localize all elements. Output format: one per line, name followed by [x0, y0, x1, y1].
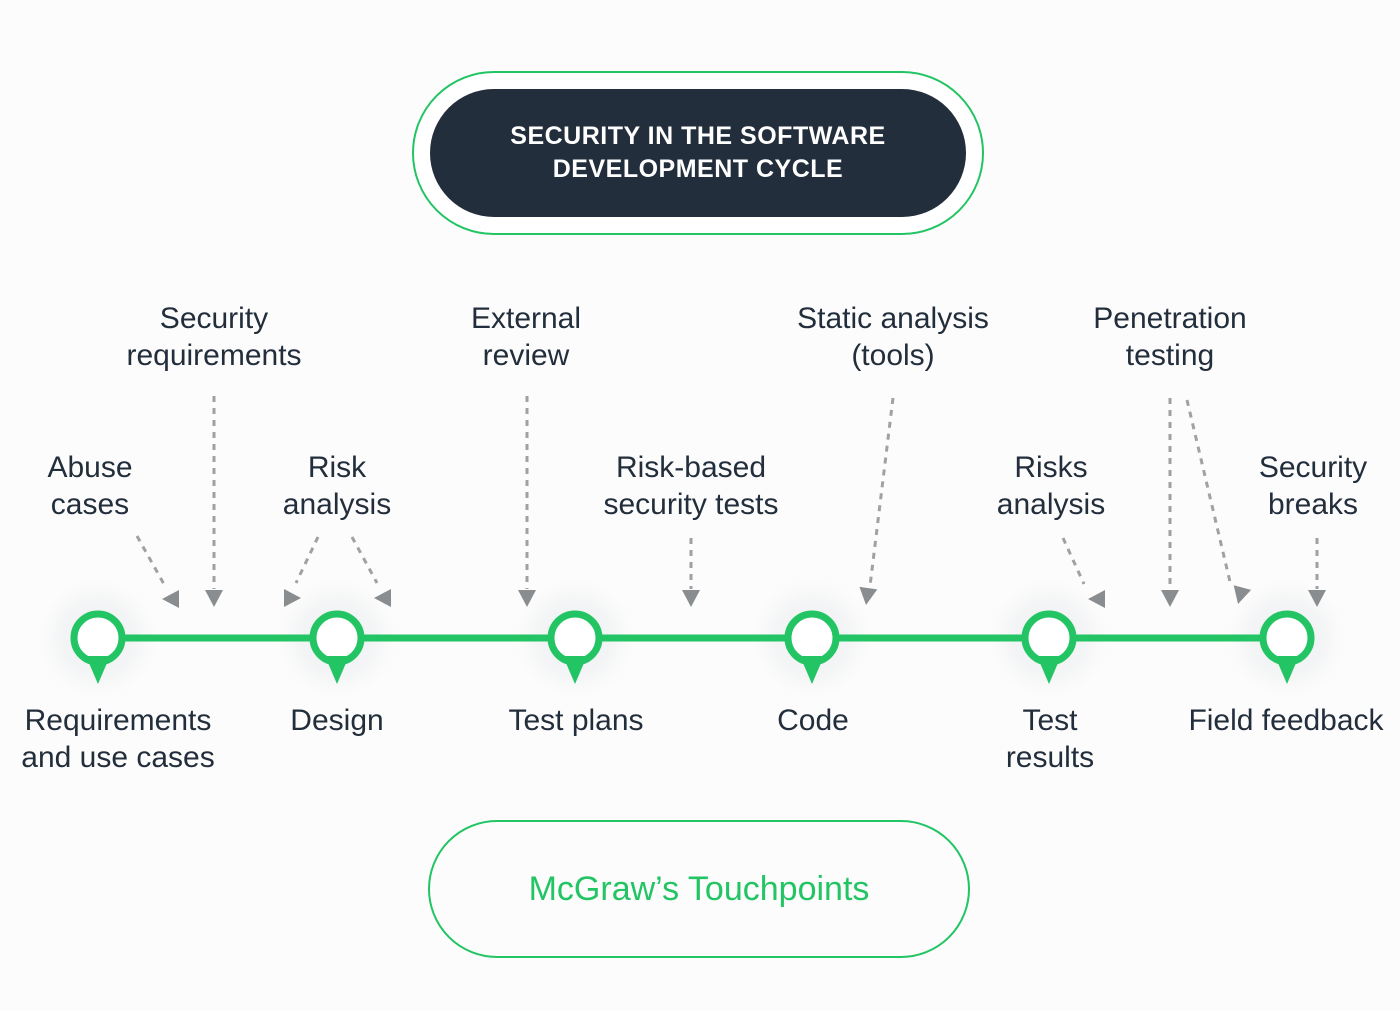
node-pointer [325, 656, 349, 684]
touchpoint-label-security-breaks: Security breaks [1259, 449, 1367, 523]
touchpoint-label-external-review: External review [471, 300, 581, 374]
dashed-arrow-risk-analysis-left-arrow [294, 536, 320, 584]
arrowhead-penetration-diagonal-arrow [1233, 585, 1252, 604]
label-line: Penetration [1093, 302, 1247, 335]
label-line: Requirements [24, 704, 212, 737]
phase-label-code: Code [777, 702, 849, 739]
node-circle [1021, 610, 1077, 666]
arrowhead-risk-analysis-right-arrow [374, 589, 391, 607]
label-line: Security [1258, 451, 1368, 484]
dashed-arrow-penetration-diagonal-arrow [1185, 399, 1233, 587]
label-line: External [470, 302, 582, 335]
node-pointer [1037, 656, 1061, 684]
node-pointer [86, 656, 110, 684]
footer-pill: McGraw’s Touchpoints [428, 820, 970, 958]
label-line: Test [1022, 704, 1078, 737]
touchpoint-label-risks-analysis: Risks analysis [997, 449, 1105, 523]
label-line: Test plans [508, 704, 644, 737]
node-circle [70, 610, 126, 666]
phase-label-test-results: Test results [1006, 702, 1094, 776]
node-circle [1259, 610, 1315, 666]
node-circle [309, 610, 365, 666]
label-line: testing [1125, 339, 1215, 372]
title-line-1: SECURITY IN THE SOFTWARE [510, 122, 886, 150]
label-line: and use cases [21, 741, 215, 774]
label-line: Code [777, 704, 849, 737]
arrowhead-static-analysis-arrow [859, 586, 878, 605]
timeline-node-design [309, 610, 365, 684]
label-line: results [1005, 741, 1095, 774]
footer-label: McGraw’s Touchpoints [528, 869, 870, 908]
touchpoint-label-risk-based-security-tests: Risk-based security tests [603, 449, 778, 523]
arrowhead-penetration-vertical-arrow [1161, 590, 1179, 607]
timeline-node-requirements-and-use-cases [70, 610, 126, 684]
label-line: review [482, 339, 570, 372]
node-circle [784, 610, 840, 666]
phase-label-test-plans: Test plans [508, 702, 643, 739]
touchpoint-label-security-requirements: Security requirements [126, 300, 301, 374]
label-line: requirements [126, 339, 302, 372]
label-line: Risk [307, 451, 367, 484]
arrowhead-abuse-cases-arrow [162, 590, 179, 608]
arrowhead-external-review-arrow [518, 590, 536, 607]
label-line: Risks [1014, 451, 1088, 484]
touchpoint-label-risk-analysis: Risk analysis [283, 449, 391, 523]
arrowhead-risk-analysis-left-arrow [284, 589, 301, 607]
label-line: (tools) [851, 339, 935, 372]
arrowhead-security-breaks-arrow [1308, 590, 1326, 607]
timeline-node-field-feedback [1259, 610, 1315, 684]
dashed-arrow-abuse-cases-arrow [135, 535, 167, 587]
timeline-node-code [784, 610, 840, 684]
label-line: Risk-based [615, 451, 767, 484]
title-pill: SECURITY IN THE SOFTWARE DEVELOPMENT CYC… [430, 89, 966, 217]
label-line: Static analysis [797, 302, 989, 335]
label-line: analysis [282, 488, 392, 521]
label-line: Security [159, 302, 269, 335]
label-line: breaks [1267, 488, 1359, 521]
dashed-arrow-static-analysis-arrow [868, 397, 895, 587]
label-line: security tests [603, 488, 779, 521]
node-pointer [1275, 656, 1299, 684]
label-line: Abuse [47, 451, 133, 484]
arrowhead-security-requirements-arrow [205, 590, 223, 607]
phase-label-design: Design [290, 702, 383, 739]
title-line-2: DEVELOPMENT CYCLE [552, 155, 844, 183]
node-pointer [800, 656, 824, 684]
touchpoint-label-static-analysis-tools: Static analysis (tools) [797, 300, 989, 374]
timeline-node-test-results [1021, 610, 1077, 684]
arrowhead-risk-based-tests-arrow [682, 590, 700, 607]
label-line: analysis [996, 488, 1106, 521]
label-line: Design [290, 704, 384, 737]
timeline-node-test-plans [547, 610, 603, 684]
dashed-arrow-risks-analysis-arrow [1061, 537, 1086, 585]
phase-label-field-feedback: Field feedback [1188, 702, 1383, 739]
title-pill-ring: SECURITY IN THE SOFTWARE DEVELOPMENT CYC… [412, 71, 984, 235]
node-circle [547, 610, 603, 666]
arrowhead-risks-analysis-arrow [1088, 590, 1105, 608]
dashed-arrow-risk-analysis-right-arrow [350, 536, 379, 584]
node-pointer [563, 656, 587, 684]
phase-label-requirements-and-use-cases: Requirements and use cases [21, 702, 214, 776]
label-line: Field feedback [1188, 704, 1384, 737]
label-line: cases [50, 488, 130, 521]
touchpoint-label-abuse-cases: Abuse cases [47, 449, 132, 523]
touchpoint-label-penetration-testing: Penetration testing [1093, 300, 1246, 374]
